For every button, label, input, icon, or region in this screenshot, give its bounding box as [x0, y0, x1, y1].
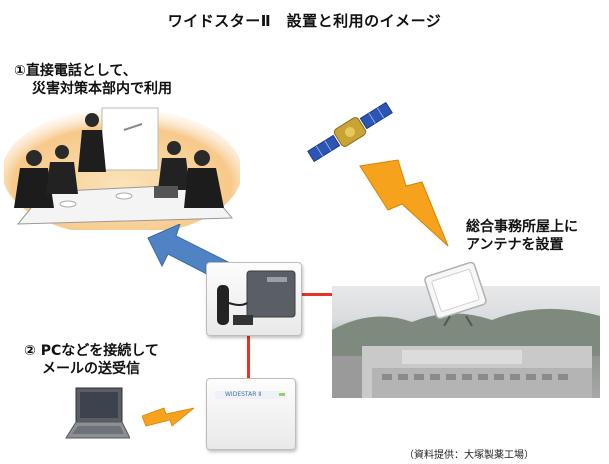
pc-caption-line2: メールの送受信	[42, 361, 140, 377]
meeting-caption-line2: 災害対策本部内で利用	[32, 81, 172, 97]
meeting-caption: ①直接電話として、 災害対策本部内で利用	[14, 62, 172, 98]
building-rooftop-image	[332, 308, 600, 398]
antenna-caption-line1: 総合事務所屋上に	[466, 219, 578, 235]
wireless-router-device: WIDESTAR Ⅱ	[206, 378, 296, 450]
connection-line-device-router	[247, 334, 250, 378]
terminal-handset-icon	[217, 270, 296, 325]
page-title: ワイドスターⅡ 設置と利用のイメージ	[167, 12, 442, 30]
image-credit: （資料提供：大塚製薬工場）	[404, 450, 534, 461]
router-brand-label: WIDESTAR Ⅱ	[215, 391, 287, 399]
router-indicator-light	[279, 393, 285, 396]
rooftop-antenna-icon	[424, 262, 487, 326]
satellite-icon	[307, 101, 393, 163]
meeting-caption-line1: ①直接電話として、	[14, 63, 137, 79]
antenna-caption-line2: アンテナを設置	[466, 237, 564, 253]
antenna-caption: 総合事務所屋上に アンテナを設置	[466, 218, 578, 254]
pc-caption-line1: ② PCなどを接続して	[24, 343, 159, 359]
wireless-signal-icon	[142, 407, 194, 427]
connection-line-device-antenna	[300, 293, 332, 296]
terminal-device-image	[206, 262, 302, 336]
pc-caption: ② PCなどを接続して メールの送受信	[24, 342, 159, 378]
meeting-room-image	[4, 107, 240, 230]
satellite-signal-icon	[359, 159, 449, 247]
laptop-icon	[65, 387, 130, 439]
